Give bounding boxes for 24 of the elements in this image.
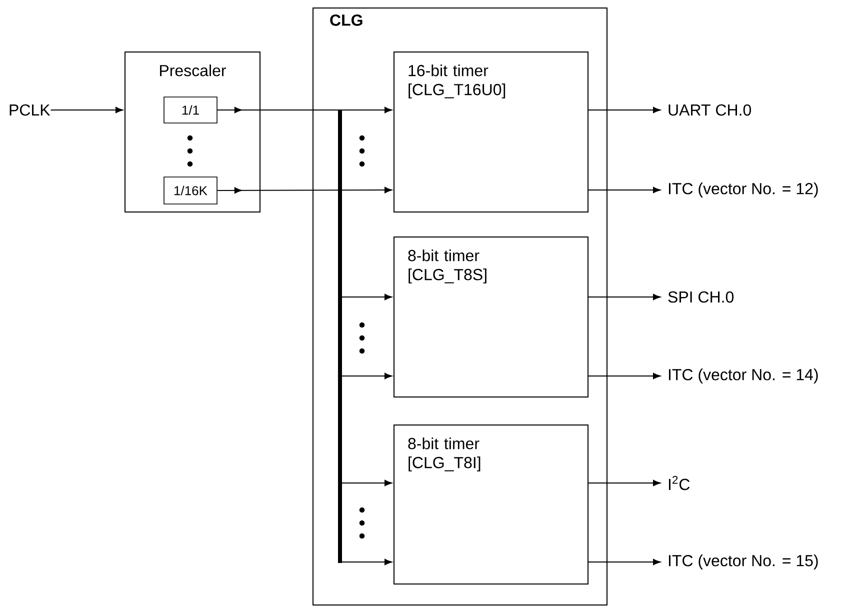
arrow (588, 186, 661, 194)
arrow (340, 294, 392, 300)
signal-label: I$^{2}$C (668, 476, 690, 490)
signal-label: ITC (vector No. = 14) (668, 368, 818, 384)
timer-box: 16-bit timer [CLG_T16U0] (394, 52, 588, 212)
arrow (216, 106, 392, 114)
arrow (588, 480, 661, 486)
arrow (588, 106, 661, 114)
timer-box: 8-bit timer [CLG_T8I] (394, 424, 588, 584)
arrow (588, 294, 661, 300)
signal-label: ITC (vector No. = 12) (668, 182, 818, 198)
arrow (588, 558, 661, 566)
arrow (340, 372, 392, 380)
arrow (340, 480, 392, 486)
signal-label: ITC (vector No. = 15) (668, 554, 818, 570)
signal-label: UART CH.0 (668, 104, 752, 116)
arrow (50, 106, 123, 114)
arrow (340, 558, 392, 566)
signal-label: PCLK (10, 104, 50, 116)
arrow (588, 372, 661, 380)
arrow (216, 186, 392, 194)
signal-label: SPI CH.0 (668, 291, 734, 303)
clock-bus (338, 110, 342, 563)
timer-box: 8-bit timer [CLG_T8S] (394, 236, 588, 398)
